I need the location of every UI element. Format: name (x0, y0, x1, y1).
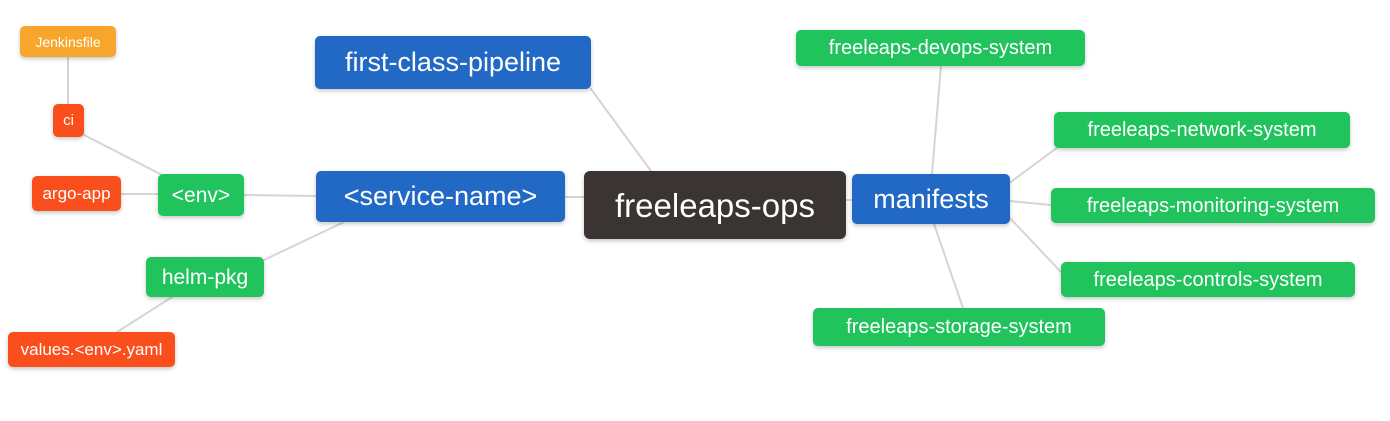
node-first-class-pipeline[interactable]: first-class-pipeline (315, 36, 591, 89)
node-helm-pkg[interactable]: helm-pkg (146, 257, 264, 297)
edge-ci-env (83, 134, 169, 179)
node-jenkinsfile[interactable]: Jenkinsfile (20, 26, 116, 57)
node-freeleaps-network-system[interactable]: freeleaps-network-system (1054, 112, 1350, 148)
edge-helm-pkg-service-name (263, 221, 345, 261)
edge-env-service-name (243, 194, 317, 197)
edge-manifests-storage (933, 223, 964, 309)
node-service-name[interactable]: <service-name> (316, 171, 565, 222)
node-argo-app[interactable]: argo-app (32, 176, 121, 211)
edge-manifests-monitoring (1009, 200, 1052, 206)
edge-values-helm-pkg (116, 296, 173, 333)
node-values-env-yaml[interactable]: values.<env>.yaml (8, 332, 175, 367)
edge-manifests-devops (931, 65, 942, 175)
node-ci[interactable]: ci (53, 104, 84, 137)
node-freeleaps-devops-system[interactable]: freeleaps-devops-system (796, 30, 1085, 66)
edge-pipeline-freeleaps-ops (590, 88, 652, 172)
node-env[interactable]: <env> (158, 174, 244, 216)
node-manifests[interactable]: manifests (852, 174, 1010, 224)
node-freeleaps-controls-system[interactable]: freeleaps-controls-system (1061, 262, 1355, 297)
node-freeleaps-storage-system[interactable]: freeleaps-storage-system (813, 308, 1105, 346)
node-freeleaps-ops-root[interactable]: freeleaps-ops (584, 171, 846, 239)
node-freeleaps-monitoring-system[interactable]: freeleaps-monitoring-system (1051, 188, 1375, 223)
edge-manifests-network (1007, 146, 1059, 185)
edge-manifests-controls (1007, 215, 1062, 273)
